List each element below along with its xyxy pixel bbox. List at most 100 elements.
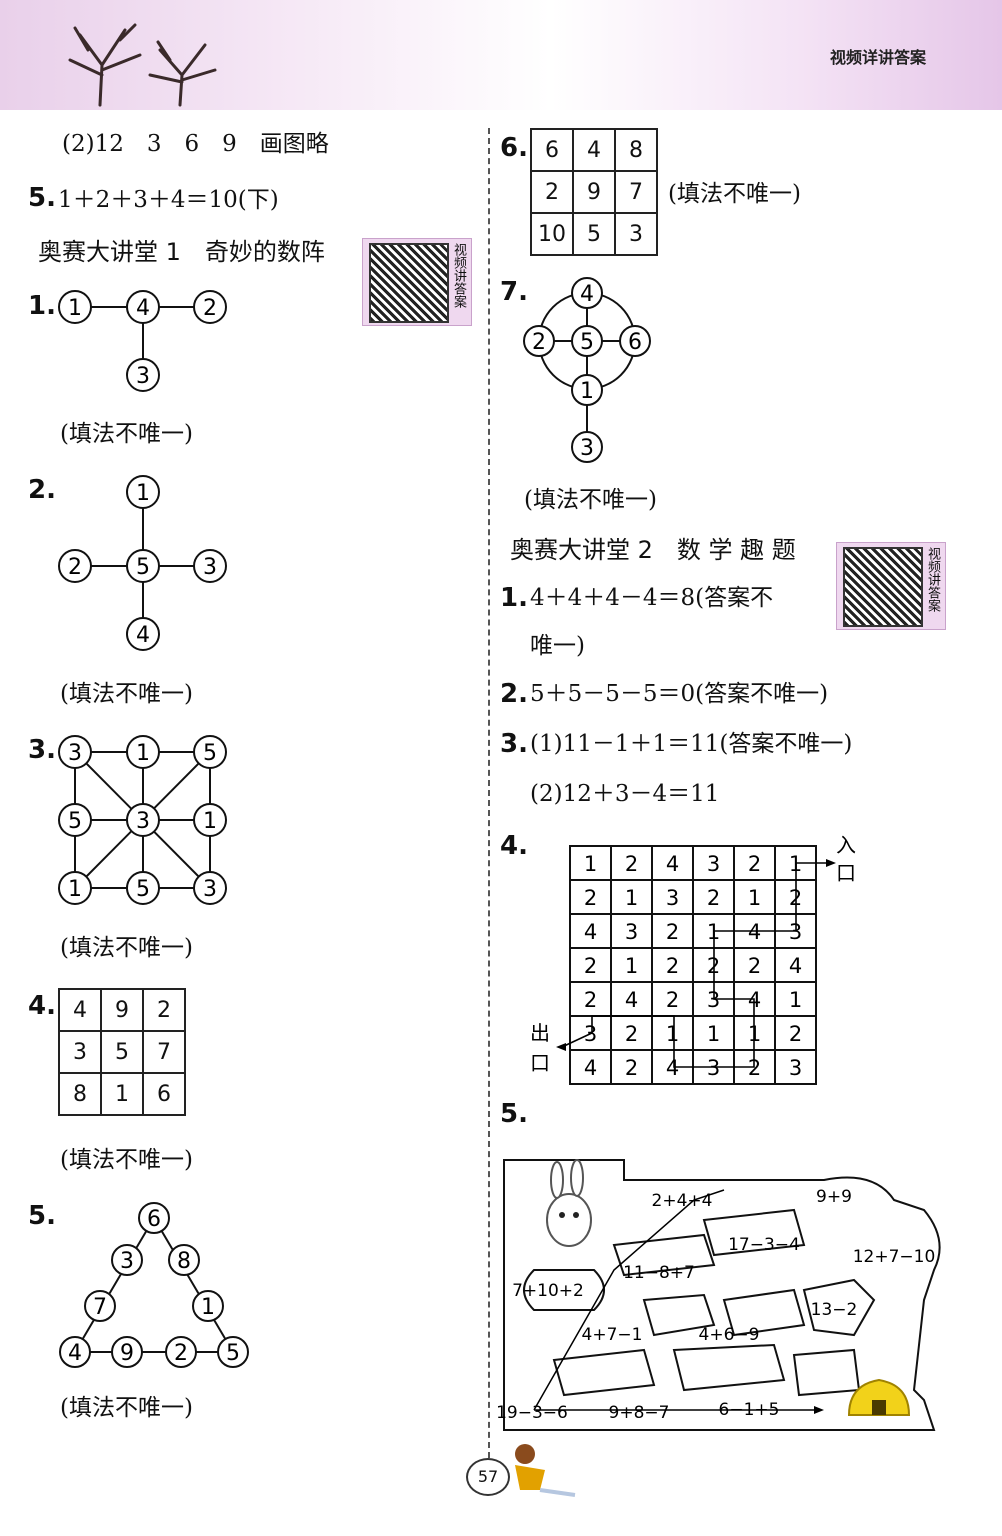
maze-cell: 4 [748, 988, 761, 1012]
cell: 5 [572, 212, 616, 256]
arrow-icon [826, 859, 836, 867]
a3-text: (1)11－1＋1＝11(答案不唯一) [530, 731, 853, 757]
maze-cell: 2 [625, 1022, 638, 1046]
node: 1 [203, 809, 217, 834]
maze-cell: 3 [707, 1056, 720, 1080]
line-2-answer: (2)12 3 6 9 画图略 [62, 131, 329, 157]
cell: 7 [614, 170, 658, 214]
node: 3 [203, 555, 217, 580]
note: (填法不唯一) [60, 1395, 193, 1421]
cell: 2 [530, 170, 574, 214]
diagram-3: 3 1 5 5 3 1 1 5 3 [58, 735, 227, 905]
cell: 9 [572, 170, 616, 214]
exit-label: 出 [530, 1021, 550, 1045]
cell: 4 [572, 128, 616, 172]
maze-cell: 4 [584, 1056, 597, 1080]
maze-cell: 2 [707, 886, 720, 910]
maze-cell: 4 [625, 988, 638, 1012]
maze-cell: 3 [789, 920, 802, 944]
expression: 12+7−10 [853, 1247, 936, 1267]
node: 8 [177, 1249, 191, 1274]
cell: 8 [614, 128, 658, 172]
a2-text: 5＋5－5－5＝0(答案不唯一) [530, 681, 829, 707]
diagram-1: 1 4 2 3 [58, 290, 227, 392]
maze-cell: 4 [789, 954, 802, 978]
solution-line [533, 1189, 725, 1411]
cell: 6 [142, 1072, 186, 1116]
expression: 9+9 [816, 1187, 852, 1207]
node: 6 [147, 1207, 161, 1232]
maze-cell: 3 [789, 1056, 802, 1080]
q2-number: 2. [28, 475, 56, 505]
maze-cell: 2 [666, 988, 679, 1012]
qr-panel-2: 视频讲答案 [836, 542, 946, 630]
note: (填法不唯一) [668, 181, 801, 207]
maze-cell: 2 [666, 920, 679, 944]
maze-cell: 2 [625, 1056, 638, 1080]
page-number: 57 [466, 1458, 510, 1496]
qr-panel-1: 视频讲答案 [362, 238, 472, 326]
expression: 4+6−9 [699, 1325, 760, 1345]
node: 2 [203, 296, 217, 321]
a2-number: 2. [500, 679, 528, 709]
section-1-title: 奥赛大讲堂 1 奇妙的数阵 [38, 238, 325, 266]
cell: 3 [58, 1030, 102, 1074]
qr-label: 视频讲答案 [451, 243, 466, 308]
node: 7 [93, 1295, 107, 1320]
note: (填法不唯一) [60, 1147, 193, 1173]
maze-cell: 2 [584, 988, 597, 1012]
maze-cell: 1 [748, 1022, 761, 1046]
note: (填法不唯一) [60, 935, 193, 961]
a1-text: 4＋4＋4－4＝8(答案不 [530, 585, 774, 611]
node: 3 [68, 741, 82, 766]
expression: 17−3−4 [728, 1235, 800, 1255]
maze-cell: 2 [789, 1022, 802, 1046]
maze-cell: 1 [748, 886, 761, 910]
node: 2 [174, 1341, 188, 1366]
expression: 9+8−7 [609, 1403, 670, 1423]
maze-cell: 1 [666, 1022, 679, 1046]
expression-maze: 2+4+4 9+9 17−3−4 12+7−10 11−8+7 7+10+2 1… [496, 1159, 941, 1431]
cell: 8 [58, 1072, 102, 1116]
q7-number: 7. [500, 277, 528, 307]
maze-cell: 2 [748, 954, 761, 978]
node: 3 [120, 1249, 134, 1274]
expression: 19−3−6 [496, 1403, 568, 1423]
maze-cell: 1 [707, 920, 720, 944]
expression: 13−2 [811, 1300, 858, 1320]
expression: 6−1+5 [719, 1400, 780, 1420]
node: 4 [136, 296, 150, 321]
maze-cell: 2 [666, 954, 679, 978]
node: 1 [68, 296, 82, 321]
node: 1 [136, 481, 150, 506]
q1-number: 1. [28, 291, 56, 321]
maze-cell: 2 [748, 852, 761, 876]
maze-cell: 3 [707, 988, 720, 1012]
a1-number: 1. [500, 583, 528, 613]
cell: 9 [100, 988, 144, 1032]
node: 5 [136, 555, 150, 580]
expression: 4+7−1 [582, 1325, 643, 1345]
diagram-5: 6 3 8 7 1 4 9 2 5 [59, 1202, 249, 1368]
node: 2 [68, 555, 82, 580]
maze-cell: 2 [584, 954, 597, 978]
qr-code-icon [369, 243, 449, 323]
qr-label: 视频讲答案 [925, 547, 940, 612]
maze-cell: 3 [666, 886, 679, 910]
qr-code-icon [843, 547, 923, 627]
maze-cell: 2 [584, 886, 597, 910]
node: 5 [226, 1341, 240, 1366]
maze-cell: 4 [666, 852, 679, 876]
node: 2 [532, 330, 546, 355]
node: 1 [201, 1295, 215, 1320]
house-icon [847, 1378, 911, 1416]
maze-cell: 2 [707, 954, 720, 978]
node: 5 [203, 741, 217, 766]
cell: 2 [142, 988, 186, 1032]
node: 1 [136, 741, 150, 766]
node: 3 [580, 436, 594, 461]
maze-cell: 1 [707, 1022, 720, 1046]
maze-cell: 1 [789, 988, 802, 1012]
